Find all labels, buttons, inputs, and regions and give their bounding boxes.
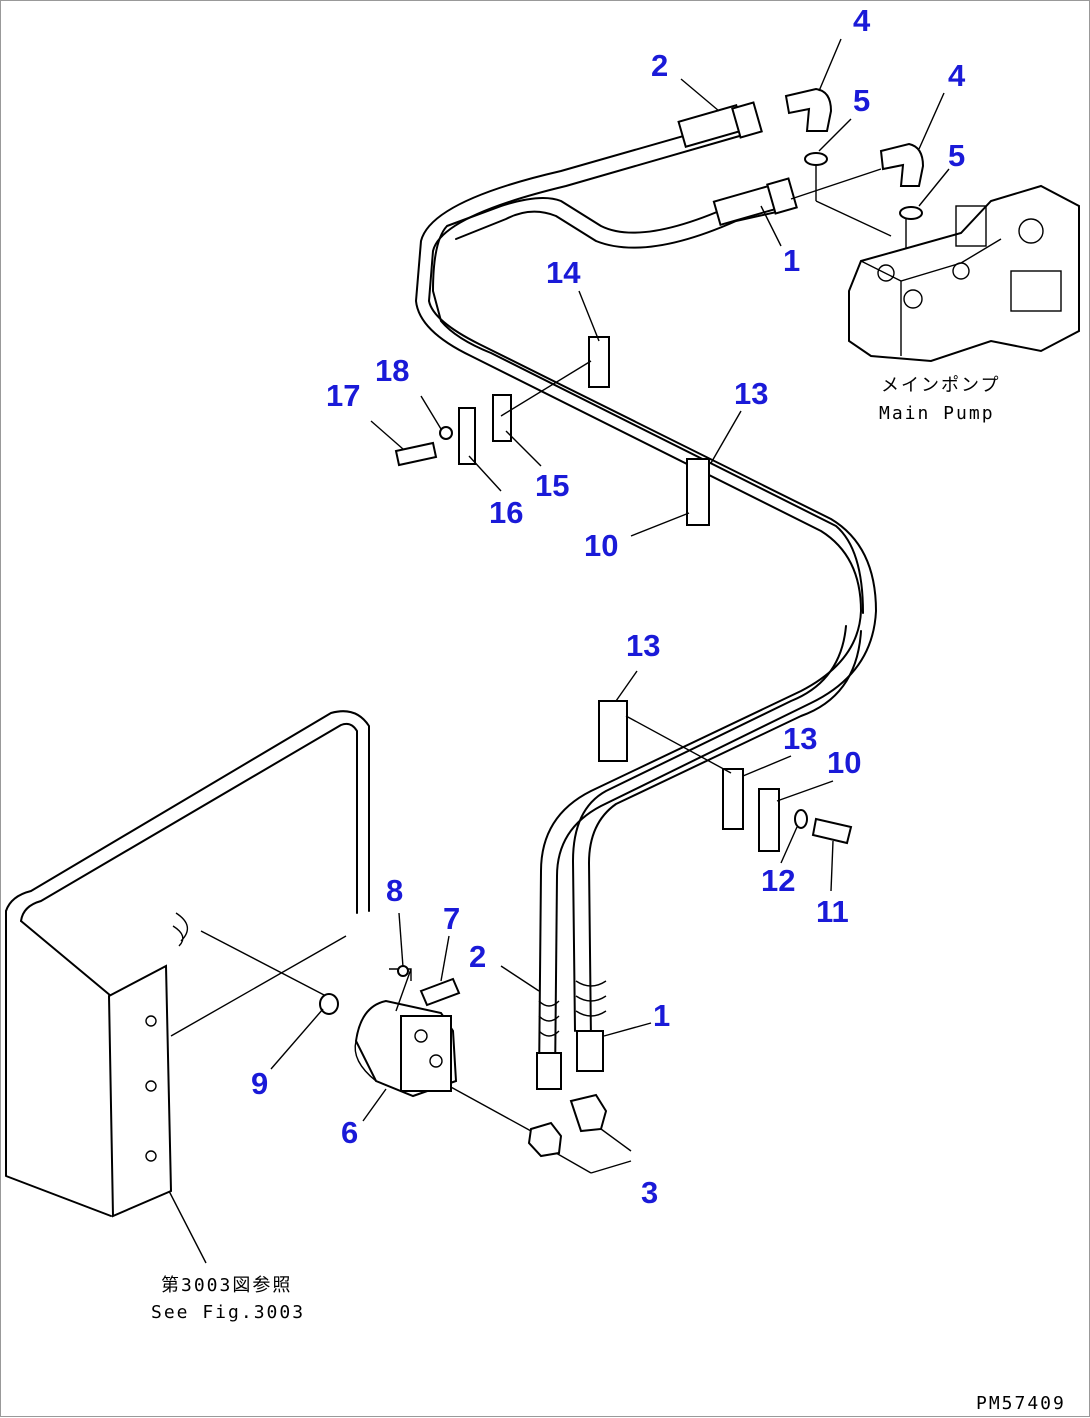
callout-9: 9 (251, 1066, 268, 1101)
callout-7: 7 (443, 901, 460, 936)
callout-15: 15 (535, 468, 569, 503)
hose-end-fittings-lower (536, 980, 607, 1090)
callout-13: 13 (734, 376, 768, 411)
callout-1: 1 (783, 243, 800, 278)
main-pump (848, 184, 1080, 363)
main-pump-label-jp: メインポンプ (881, 375, 1000, 396)
callout-11: 11 (816, 894, 849, 929)
callout-14: 14 (546, 255, 581, 290)
callout-13: 13 (626, 628, 660, 663)
hydraulic-tank (5, 710, 370, 1264)
callout-10: 10 (827, 745, 861, 780)
callout-numbers: 4 2 5 4 5 1 14 18 17 13 15 16 10 13 13 1… (251, 3, 966, 1210)
clamps-upper (394, 336, 710, 526)
hose-end-fittings-upper (677, 101, 798, 227)
callout-4: 4 (948, 58, 966, 93)
callout-3: 3 (641, 1175, 658, 1210)
callout-5: 5 (853, 83, 870, 118)
callout-12: 12 (761, 863, 795, 898)
callout-2: 2 (651, 48, 668, 83)
callout-10: 10 (584, 528, 618, 563)
callout-8: 8 (386, 873, 403, 908)
callout-16: 16 (489, 495, 523, 530)
motor-assembly (354, 965, 461, 1098)
callout-5: 5 (948, 138, 965, 173)
elbows-3 (448, 1085, 632, 1174)
elbow-fittings (784, 87, 925, 266)
callout-13: 13 (783, 721, 817, 756)
callout-18: 18 (375, 353, 409, 388)
leader-lines (270, 38, 950, 1122)
main-pump-label-en: Main Pump (879, 403, 995, 424)
callout-1: 1 (653, 998, 670, 1033)
callout-4: 4 (853, 3, 871, 38)
drawing-number: PM57409 (976, 1393, 1066, 1414)
see-fig-label-jp: 第3003図参照 (161, 1275, 292, 1296)
hose-route (415, 118, 877, 1082)
reference-labels: メインポンプ Main Pump 第3003図参照 See Fig.3003 P… (151, 375, 1066, 1414)
callout-17: 17 (326, 378, 360, 413)
see-fig-label-en: See Fig.3003 (151, 1302, 305, 1323)
callout-2: 2 (469, 939, 486, 974)
clamps-lower (598, 700, 853, 852)
callout-6: 6 (341, 1115, 358, 1150)
